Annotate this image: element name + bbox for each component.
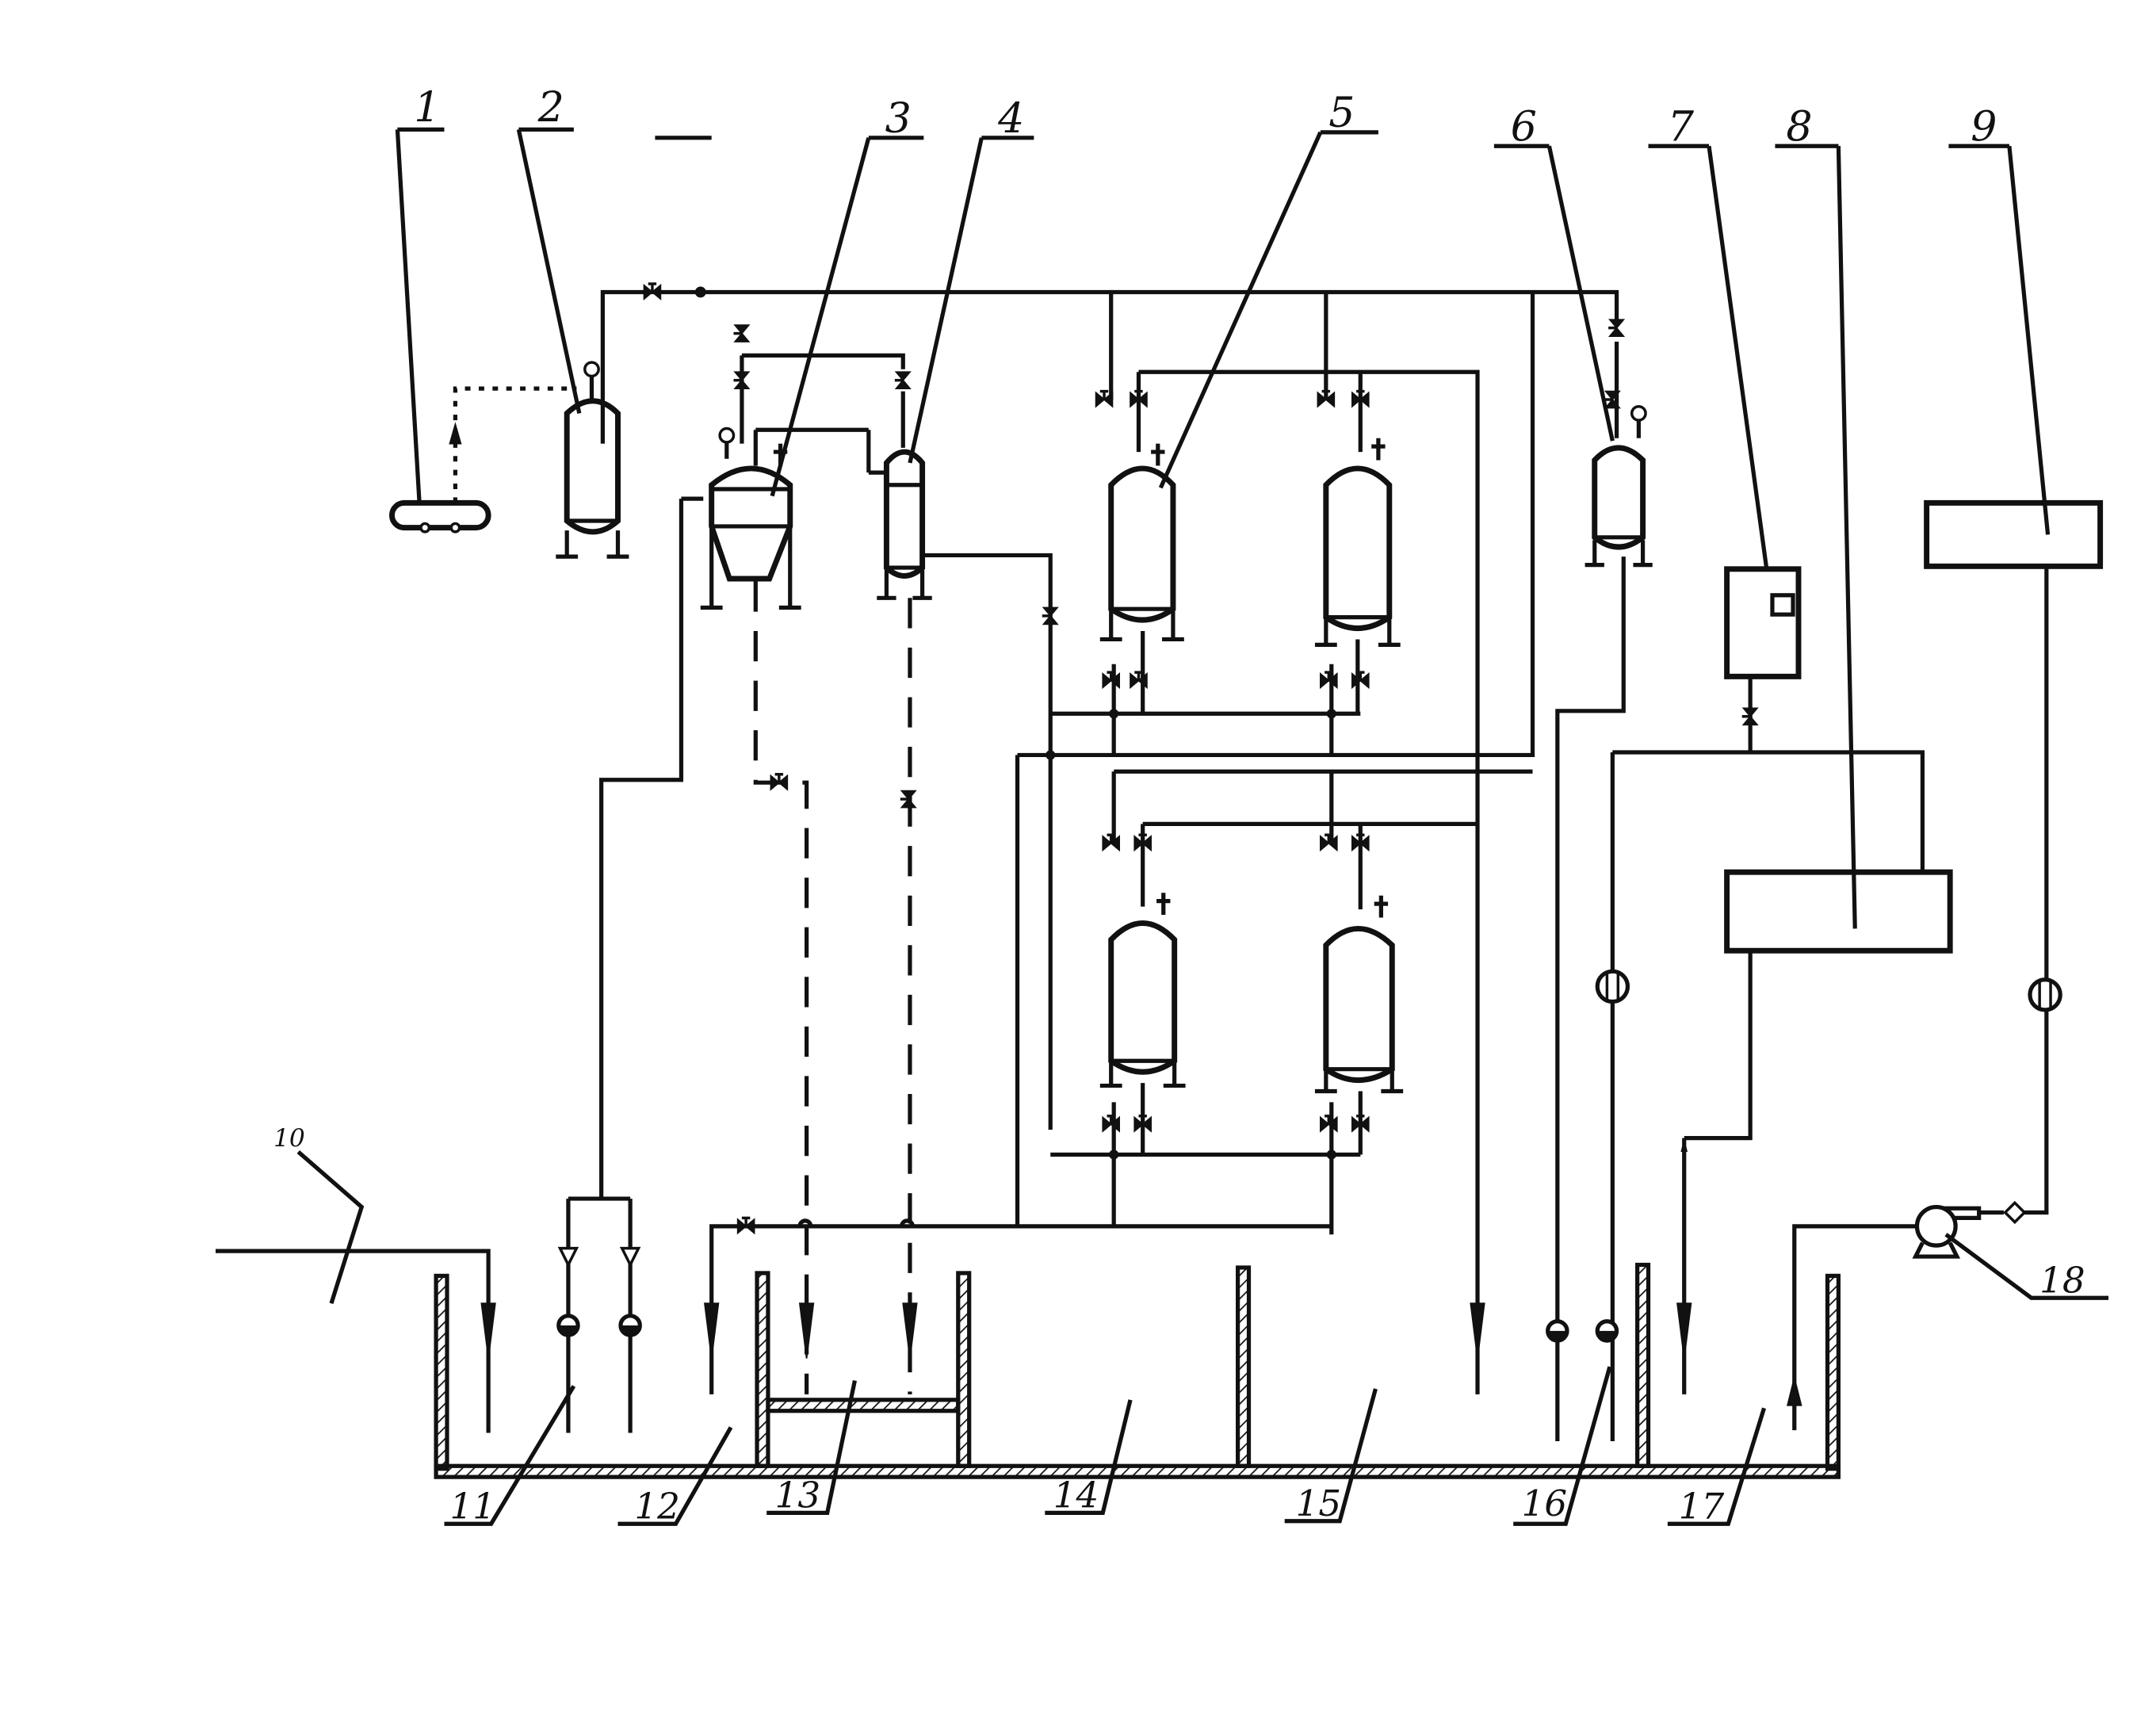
label-8: 8 [1786,103,1812,151]
left-piping [216,496,1692,1433]
label-4: 4 [997,95,1024,143]
label-12: 12 [634,1485,679,1527]
adsorption-tanks-5 [1015,292,1535,1394]
label-17: 17 [1679,1485,1725,1527]
buffer-tank-2 [556,361,629,559]
label-11: 11 [449,1485,495,1527]
unit-8 [1680,869,1953,1394]
gas-cylinder-1 [388,386,577,534]
label-13: 13 [775,1474,820,1516]
reaction-vessel-3 [700,323,912,610]
label-16: 16 [1522,1482,1567,1524]
label-18: 18 [2039,1259,2085,1301]
unit-9 [1924,499,2104,1225]
label-15: 15 [1296,1482,1341,1524]
pump-18 [1786,1204,2004,1431]
treatment-basin [434,1262,1841,1479]
part-labels: 1 2 3 4 5 6 7 8 9 10 11 12 13 14 15 16 1… [273,84,2085,1527]
controller-7 [1597,566,1925,1441]
label-3: 3 [885,95,912,143]
leader-lines [296,127,2109,1526]
label-14: 14 [1053,1474,1099,1516]
label-10: 10 [273,1124,305,1153]
label-7: 7 [1668,103,1695,151]
separator-column-4 [877,449,1059,1130]
small-tank-6 [1548,318,1653,1441]
label-1: 1 [414,84,440,132]
label-6: 6 [1511,103,1537,151]
label-5: 5 [1328,90,1355,137]
label-2: 2 [537,84,564,132]
label-9: 9 [1971,103,1997,151]
